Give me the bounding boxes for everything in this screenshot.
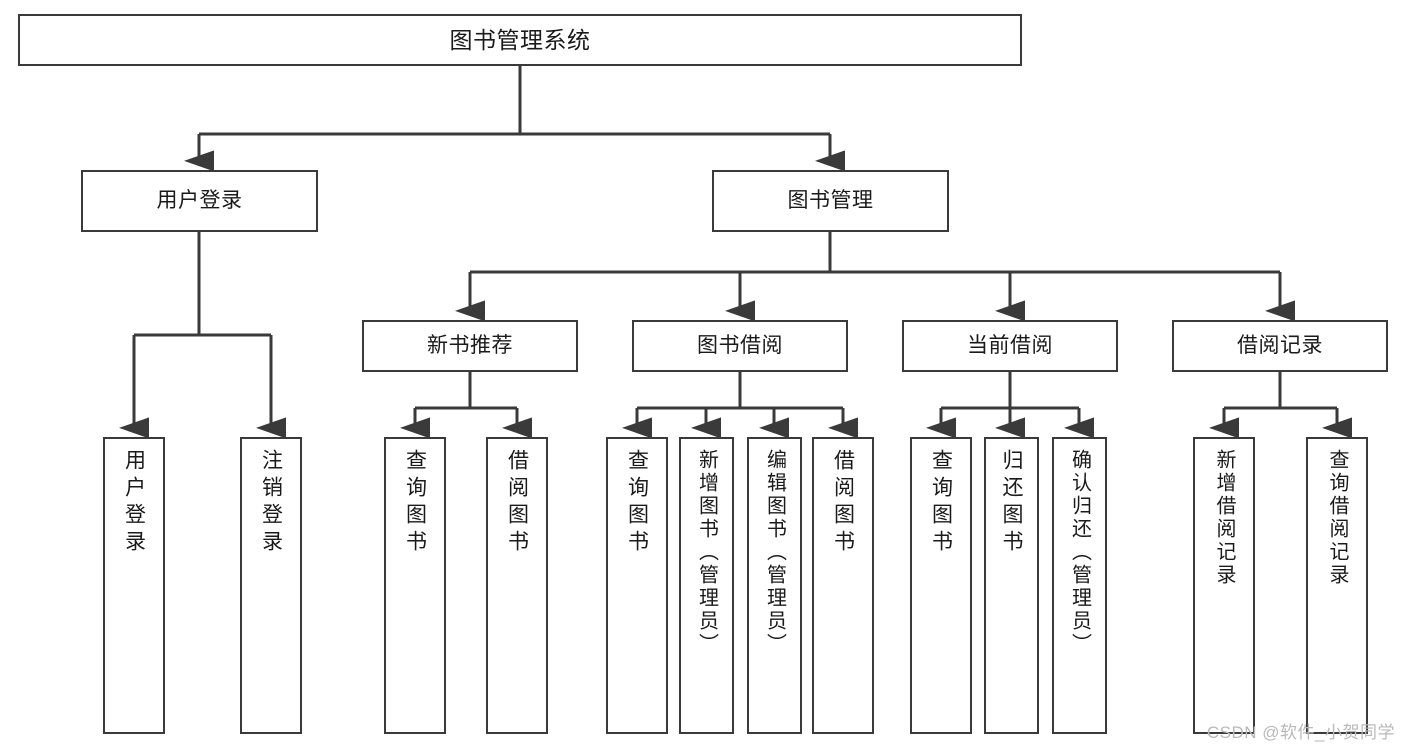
node-label: 编辑图书（管理员） (763, 449, 786, 656)
node-label: 查询图书 (403, 449, 427, 557)
node-root-system[interactable]: 图书管理系统 (18, 14, 1022, 66)
node-leaf-add-book-admin[interactable]: 新增图书（管理员） (679, 437, 734, 734)
node-label: 当前借阅 (967, 333, 1053, 357)
node-label: 查询图书 (929, 449, 953, 557)
node-label: 图书借阅 (697, 333, 783, 357)
node-label: 图书管理系统 (449, 26, 591, 53)
node-label: 新书推荐 (427, 333, 513, 357)
node-label: 新增图书（管理员） (695, 449, 718, 656)
node-label: 借阅图书 (831, 449, 855, 557)
node-leaf-logout[interactable]: 注销登录 (240, 437, 302, 734)
node-leaf-query-book-new[interactable]: 查询图书 (384, 437, 446, 734)
node-label: 注销登录 (259, 449, 283, 557)
node-label: 新增借阅记录 (1213, 449, 1235, 587)
node-label: 用户登录 (156, 188, 243, 212)
node-leaf-query-book-borrow[interactable]: 查询图书 (606, 437, 668, 734)
node-label: 查询借阅记录 (1326, 449, 1348, 587)
node-book-management[interactable]: 图书管理 (712, 170, 949, 232)
node-user-login[interactable]: 用户登录 (81, 170, 318, 232)
node-label: 确认归还（管理员） (1068, 449, 1091, 656)
node-label: 借阅图书 (505, 449, 529, 557)
node-leaf-add-borrow-record[interactable]: 新增借阅记录 (1193, 437, 1255, 734)
node-leaf-borrow-book[interactable]: 借阅图书 (812, 437, 874, 734)
node-borrow-record[interactable]: 借阅记录 (1172, 320, 1388, 372)
node-label: 归还图书 (1000, 449, 1023, 557)
node-leaf-query-book-current[interactable]: 查询图书 (910, 437, 972, 734)
node-book-borrow[interactable]: 图书借阅 (632, 320, 848, 372)
node-leaf-return-book[interactable]: 归还图书 (984, 437, 1039, 734)
watermark-text: CSDN @软件_小贺同学 (1206, 723, 1395, 742)
node-label: 图书管理 (787, 188, 874, 212)
node-label: 用户登录 (122, 449, 146, 557)
node-leaf-query-borrow-record[interactable]: 查询借阅记录 (1306, 437, 1368, 734)
node-leaf-borrow-book-new[interactable]: 借阅图书 (486, 437, 548, 734)
node-label: 查询图书 (625, 449, 649, 557)
node-label: 借阅记录 (1237, 333, 1323, 357)
node-leaf-user-login[interactable]: 用户登录 (103, 437, 165, 734)
node-leaf-edit-book-admin[interactable]: 编辑图书（管理员） (747, 437, 802, 734)
node-current-borrow[interactable]: 当前借阅 (902, 320, 1118, 372)
node-new-book-recommend[interactable]: 新书推荐 (362, 320, 578, 372)
node-leaf-confirm-return-admin[interactable]: 确认归还（管理员） (1052, 437, 1107, 734)
